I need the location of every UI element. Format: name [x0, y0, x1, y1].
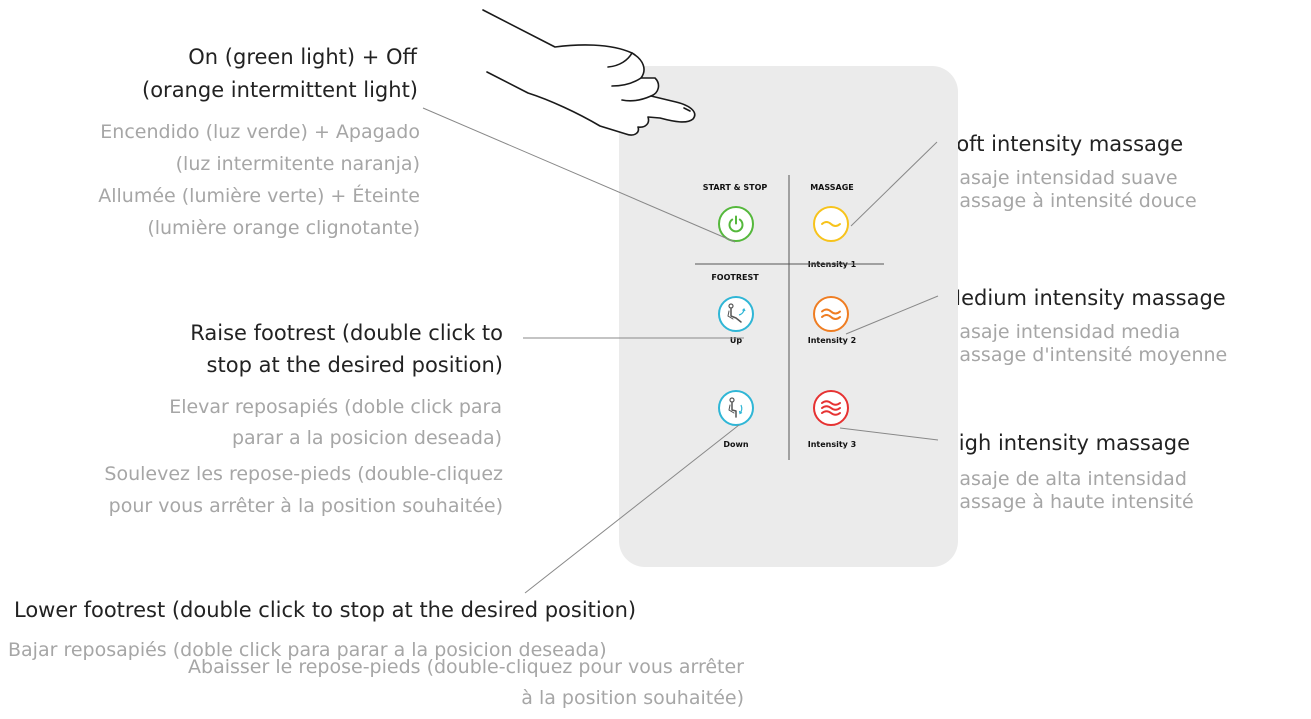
start-stop-heading: START & STOP	[702, 183, 768, 192]
soft-label-es: Masaje intensidad suave	[943, 167, 1178, 189]
high-label-en: High intensity massage	[943, 431, 1190, 455]
power-label-fr-2: (lumière orange clignotante)	[147, 217, 420, 239]
triple-wave-icon	[821, 400, 841, 416]
lower-label-fr-2: à la position souhaitée)	[521, 687, 744, 709]
raise-label-es-1: Elevar reposapiés (doble click para	[169, 396, 502, 418]
raise-label-es-2: parar a la posicion deseada)	[231, 427, 502, 449]
footrest-down-icon	[728, 397, 743, 418]
medium-label-en: Medium intensity massage	[943, 286, 1226, 310]
high-label-es: Masaje de alta intensidad	[943, 468, 1187, 490]
intensity-3-button[interactable]	[813, 390, 849, 426]
power-icon	[728, 215, 744, 233]
power-label-es-1: Encendido (luz verde) + Apagado	[100, 121, 420, 143]
lower-label-en: Lower footrest (double click to stop at …	[14, 598, 637, 622]
remote-control-panel: START & STOP MASSAGE FOOTREST Intensity …	[619, 66, 958, 567]
soft-label-en: Soft intensity massage	[943, 132, 1184, 156]
lower-label-fr-1: Abaisser le repose-pieds (double-cliquez…	[188, 656, 744, 678]
intensity-1-button[interactable]	[813, 206, 849, 242]
medium-label-fr: Massage d'intensité moyenne	[943, 344, 1228, 366]
power-label-en-2: (orange intermittent light)	[142, 78, 418, 102]
raise-label-en-2: stop at the desired position)	[206, 353, 503, 377]
double-wave-icon	[821, 308, 841, 320]
power-button[interactable]	[718, 206, 754, 242]
massage-heading: MASSAGE	[810, 183, 854, 192]
footrest-heading: FOOTREST	[711, 273, 759, 282]
medium-label-es: Masaje intensidad media	[943, 321, 1181, 343]
high-label-fr: Massage à haute intensité	[943, 491, 1194, 513]
intensity3-label: Intensity 3	[807, 440, 857, 449]
footrest-down-button[interactable]	[718, 390, 754, 426]
down-label: Down	[723, 440, 749, 449]
power-label-en-1: On (green light) + Off	[188, 45, 417, 69]
raise-label-en-1: Raise footrest (double click to	[190, 321, 503, 345]
footrest-up-icon	[727, 303, 746, 323]
intensity2-label: Intensity 2	[807, 336, 857, 345]
lower-label-es: Bajar reposapiés (doble click para parar…	[8, 639, 607, 661]
power-label-es-2: (luz intermitente naranja)	[175, 153, 420, 175]
single-wave-icon	[821, 221, 841, 227]
soft-label-fr: Massage à intensité douce	[943, 190, 1197, 212]
up-label: Up	[729, 336, 743, 345]
intensity1-label: Intensity 1	[807, 260, 857, 269]
raise-label-fr-2: pour vous arrêter à la position souhaité…	[108, 495, 503, 517]
intensity-2-button[interactable]	[813, 296, 849, 332]
raise-label-fr-1: Soulevez les repose-pieds (double-clique…	[104, 463, 503, 485]
power-label-fr-1: Allumée (lumière verte) + Éteinte	[98, 185, 420, 207]
footrest-up-button[interactable]	[718, 296, 754, 332]
